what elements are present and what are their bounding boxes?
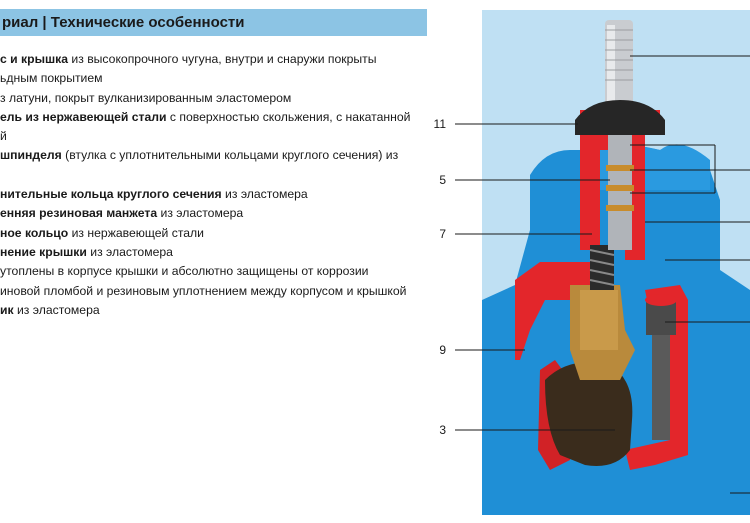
feature-line-bold: нительные кольца круглого сечения [0, 187, 222, 202]
feature-line-text: утоплены в корпусе крышки и абсолютно за… [0, 264, 369, 279]
callout-11: 11 [433, 117, 446, 131]
feature-line-text: ьдным покрытием [0, 71, 103, 86]
bolt-seal [645, 294, 677, 306]
feature-line: з латуни, покрыт вулканизированным эласт… [0, 89, 425, 108]
stem-highlight [607, 25, 615, 125]
section-header-bar: риал | Технические особенности [0, 9, 427, 36]
feature-line-text: из высокопрочного чугуна, внутри и снару… [68, 52, 377, 66]
feature-line [0, 166, 425, 185]
feature-line: ик из эластомера [0, 301, 425, 320]
red-coating-top [580, 110, 660, 260]
feature-line-text: из нержавеющей стали [68, 225, 204, 240]
feature-line-text: из эластомера [86, 244, 173, 259]
stem-lower [608, 135, 632, 250]
feature-line-bold: ное кольцо [0, 225, 69, 240]
valve-cutaway-diagram: 11 5 7 9 3 [420, 0, 750, 523]
feature-line-text: (втулка с уплотнительными кольцами кругл… [61, 148, 399, 163]
stem-thread [605, 29, 633, 81]
feature-line-text: из эластомера [13, 302, 100, 317]
feature-line: енняя резиновая манжета из эластомера [0, 204, 425, 223]
feature-line-bold: нение крышки [0, 244, 87, 259]
feature-line: нительные кольца круглого сечения из эла… [0, 185, 425, 204]
valve-illustration [455, 10, 750, 515]
o-ring-2 [606, 185, 634, 191]
feature-line: с и крышка из высокопрочного чугуна, вну… [0, 50, 425, 69]
callout-bracket-right [630, 144, 750, 194]
feature-line-text: из эластомера [157, 206, 244, 221]
wedge-dark [545, 362, 633, 466]
o-ring-1 [606, 165, 634, 171]
feature-line-bold: ель из нержавеющей стали [0, 109, 167, 124]
feature-line-text: из эластомера [221, 187, 308, 202]
feature-line: шпинделя (втулка с уплотнительными кольц… [0, 146, 425, 165]
callout-lines-left [455, 123, 615, 431]
feature-line-text: з латуни, покрыт вулканизированным эласт… [0, 90, 292, 105]
seal-cap [575, 100, 665, 135]
feature-line-text: с поверхностью скольжения, с накатанной [166, 109, 411, 124]
o-ring-3 [606, 205, 634, 211]
section-title: риал | Технические особенности [2, 14, 245, 31]
callout-5: 5 [439, 173, 446, 187]
callout-7: 7 [439, 227, 446, 241]
callout-lines-right [630, 55, 750, 494]
feature-line-bold: енняя резиновая манжета [0, 206, 158, 221]
stem-nut-highlight [580, 290, 618, 350]
feature-line-text: иновой пломбой и резиновым уплотнением м… [0, 283, 407, 298]
feature-line: й [0, 127, 425, 146]
feature-line: ель из нержавеющей стали с поверхностью … [0, 108, 425, 127]
feature-line: иновой пломбой и резиновым уплотнением м… [0, 282, 425, 301]
feature-line-bold: ик [0, 302, 14, 317]
features-text: с и крышка из высокопрочного чугуна, вну… [0, 50, 425, 320]
feature-line: утоплены в корпусе крышки и абсолютно за… [0, 262, 425, 281]
feature-line-text: й [0, 129, 7, 144]
spring [589, 245, 615, 290]
feature-line-bold: с и крышка [0, 52, 69, 66]
feature-line: ьдным покрытием [0, 69, 425, 88]
callout-9: 9 [439, 343, 446, 357]
feature-line: ное кольцо из нержавеющей стали [0, 224, 425, 243]
feature-line-bold: шпинделя [0, 148, 62, 163]
callout-3: 3 [439, 423, 446, 437]
bonnet-bolt [652, 305, 670, 440]
feature-line: нение крышки из эластомера [0, 243, 425, 262]
